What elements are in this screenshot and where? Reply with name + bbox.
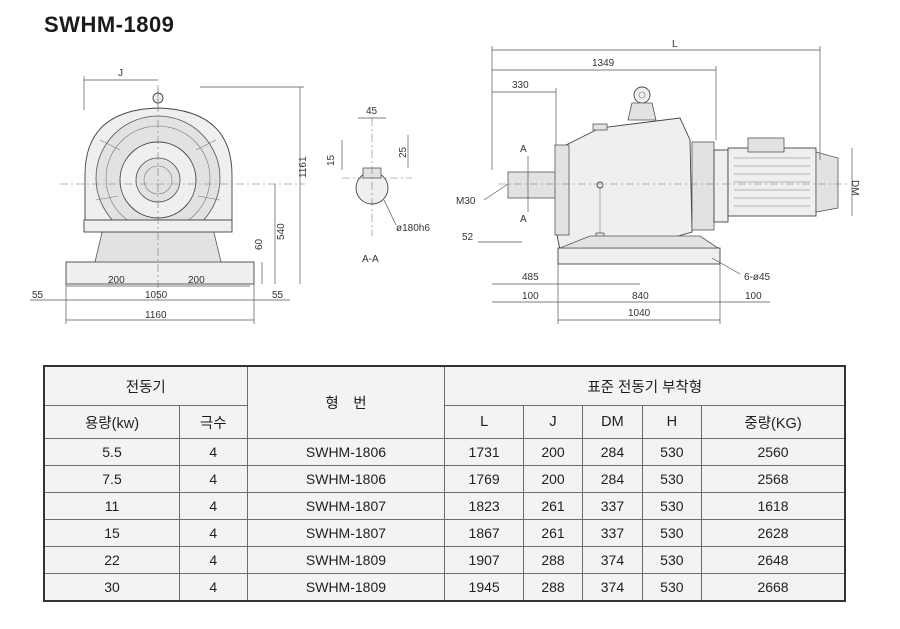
cell-DM: 374 [582,546,643,574]
cell-J: 200 [522,465,584,493]
dim-1161: 1161 [298,156,309,178]
table-row: 11 4 SWHM-1807 1823 261 337 530 1618 [43,492,846,520]
cell-J: 288 [522,573,584,602]
dim-100-left: 100 [522,291,539,302]
dim-1050: 1050 [145,290,168,301]
motor-header: 전동기 [43,365,248,406]
dim-L: L [672,39,678,50]
dim-200-right: 200 [188,275,205,286]
col-DM: DM [582,405,643,439]
cell-capacity: 22 [43,546,180,574]
side-view: L 1349 330 A A M30 52 485 100 840 100 10… [456,39,860,324]
dim-200-left: 200 [108,275,125,286]
spec-table: 전동기 형 번 표준 전동기 부착형 용량(kw) 극수 L J DM H 중량… [43,365,846,602]
dim-1160: 1160 [145,310,167,321]
cell-H: 530 [641,573,703,602]
col-capacity: 용량(kw) [43,405,180,439]
cell-model: SWHM-1809 [246,573,446,602]
col-H: H [641,405,703,439]
cell-capacity: 30 [43,573,180,602]
cell-model: SWHM-1807 [246,519,446,547]
cell-poles: 4 [179,465,248,493]
dim-330: 330 [512,80,529,91]
dim-540: 540 [276,223,287,240]
table-row: 15 4 SWHM-1807 1867 261 337 530 2628 [43,519,846,547]
cell-weight: 2560 [701,438,846,466]
cell-weight: 2568 [701,465,846,493]
dim-15: 15 [326,154,337,166]
dim-60: 60 [254,238,265,250]
dim-1040: 1040 [628,308,651,319]
dim-45: 45 [366,106,378,117]
cell-model: SWHM-1806 [246,438,446,466]
cell-weight: 2648 [701,546,846,574]
cell-model: SWHM-1809 [246,546,446,574]
dim-100-right: 100 [745,291,762,302]
cell-model: SWHM-1806 [246,465,446,493]
cell-DM: 337 [582,519,643,547]
cell-poles: 4 [179,438,248,466]
cell-H: 530 [641,492,703,520]
cell-capacity: 11 [43,492,180,520]
dim-55-left: 55 [32,290,44,301]
table-row: 22 4 SWHM-1809 1907 288 374 530 2648 [43,546,846,574]
cell-capacity: 15 [43,519,180,547]
dim-j: J [118,68,123,79]
label-bolt-holes: 6-ø45 [744,272,771,283]
cell-H: 530 [641,546,703,574]
cell-H: 530 [641,465,703,493]
model-header: 형 번 [246,365,446,439]
cell-DM: 284 [582,438,643,466]
dim-1349: 1349 [592,58,615,69]
cell-J: 200 [522,438,584,466]
dim-dm: DM [849,180,860,196]
label-m30: M30 [456,196,476,207]
cell-weight: 2628 [701,519,846,547]
cell-J: 288 [522,546,584,574]
dim-55-right: 55 [272,290,284,301]
cell-poles: 4 [179,519,248,547]
std-motor-header: 표준 전동기 부착형 [444,365,846,406]
cell-H: 530 [641,438,703,466]
dim-840: 840 [632,291,649,302]
cell-DM: 374 [582,573,643,602]
cell-L: 1731 [444,438,524,466]
section-mark-a-top: A [520,144,527,155]
cell-L: 1823 [444,492,524,520]
section-view: 45 15 25 ø180h6 A-A [326,106,430,265]
cell-DM: 337 [582,492,643,520]
cell-L: 1945 [444,573,524,602]
cell-H: 530 [641,519,703,547]
cell-weight: 1618 [701,492,846,520]
table-row: 7.5 4 SWHM-1806 1769 200 284 530 2568 [43,465,846,493]
dim-52: 52 [462,232,474,243]
col-poles: 극수 [179,405,248,439]
dim-485: 485 [522,272,539,283]
cell-poles: 4 [179,573,248,602]
cell-L: 1769 [444,465,524,493]
cell-L: 1867 [444,519,524,547]
dim-dia: ø180h6 [396,223,430,234]
cell-poles: 4 [179,546,248,574]
cell-capacity: 5.5 [43,438,180,466]
cell-L: 1907 [444,546,524,574]
table-row: 30 4 SWHM-1809 1945 288 374 530 2668 [43,573,846,602]
cell-model: SWHM-1807 [246,492,446,520]
cell-J: 261 [522,519,584,547]
dim-25: 25 [398,146,409,158]
front-view: J 1161 540 60 200 200 55 55 1050 1160 [30,68,309,324]
cell-capacity: 7.5 [43,465,180,493]
section-mark-a-bottom: A [520,214,527,225]
col-L: L [444,405,524,439]
cell-DM: 284 [582,465,643,493]
table-row: 5.5 4 SWHM-1806 1731 200 284 530 2560 [43,438,846,466]
cell-weight: 2668 [701,573,846,602]
technical-drawing: J 1161 540 60 200 200 55 55 1050 1160 45… [30,39,860,324]
section-caption: A-A [362,254,379,265]
cell-poles: 4 [179,492,248,520]
cell-J: 261 [522,492,584,520]
col-weight: 중량(KG) [701,405,846,439]
col-J: J [522,405,584,439]
page-title: SWHM-1809 [44,12,175,37]
